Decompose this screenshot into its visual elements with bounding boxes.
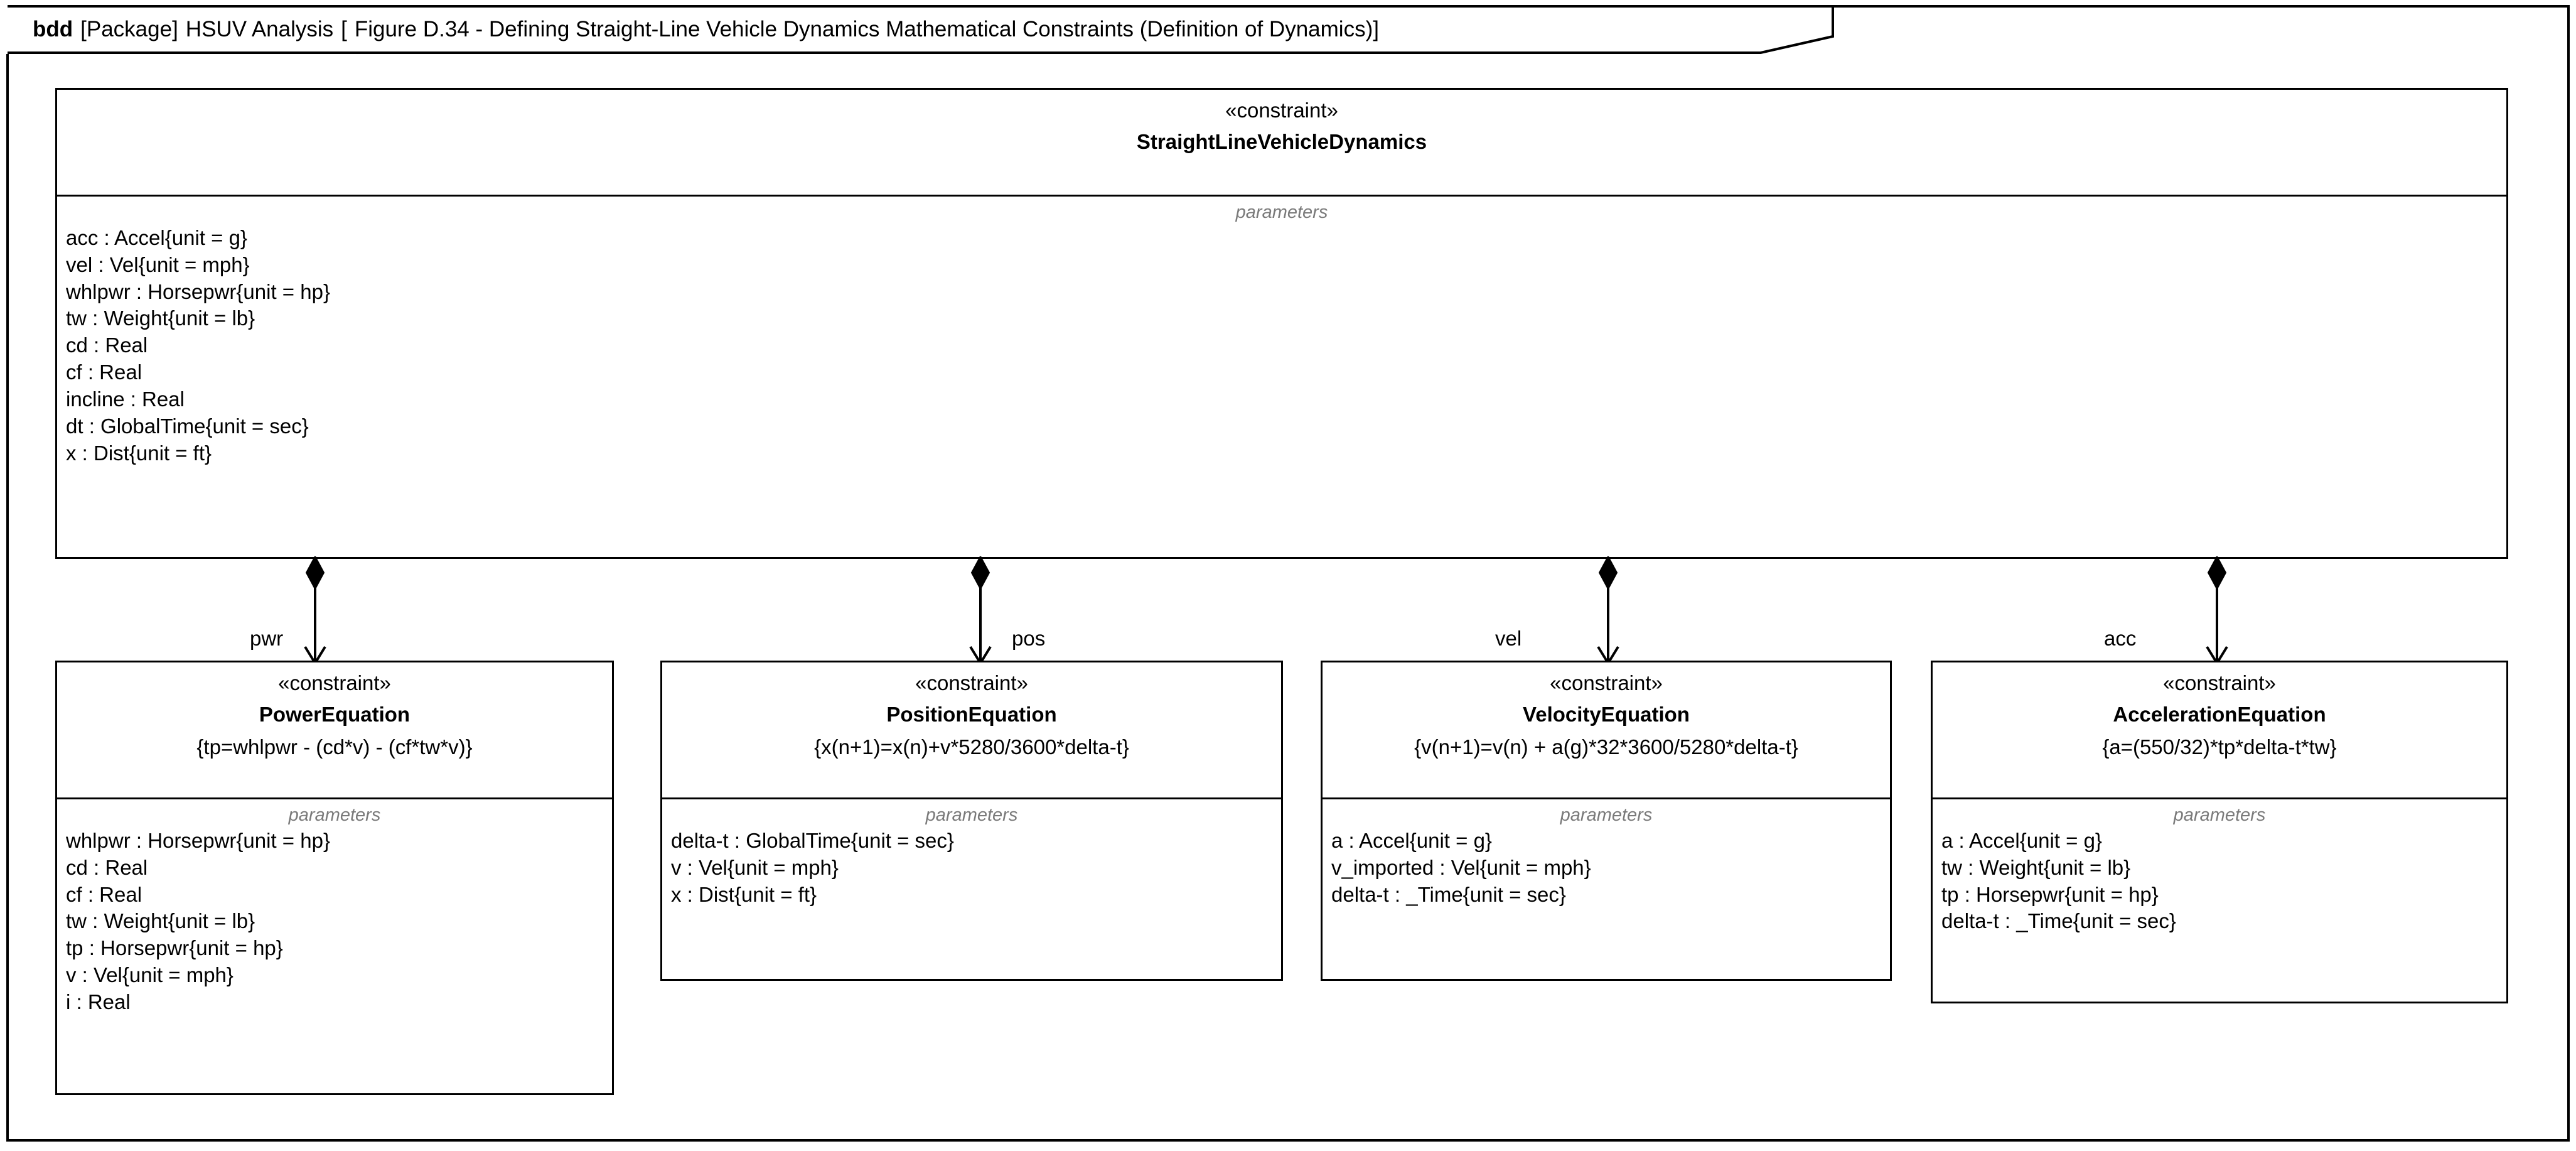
parameter-item: tw : Weight{unit = lb} — [66, 306, 255, 330]
parameters-list: a : Accel{unit = g} tw : Weight{unit = l… — [1933, 826, 2506, 942]
parameter-item: acc : Accel{unit = g} — [66, 225, 247, 249]
block-title: VelocityEquation — [1523, 703, 1690, 727]
parameter-item: tp : Horsepwr{unit = hp} — [66, 936, 283, 960]
constraint-block-powerequation[interactable]: «constraint» PowerEquation {tp=whlpwr - … — [55, 661, 614, 1095]
association-role-pos: pos — [1012, 627, 1046, 650]
block-header: «constraint» PowerEquation {tp=whlpwr - … — [57, 662, 612, 799]
association-role-vel: vel — [1495, 627, 1522, 650]
block-title: StraightLineVehicleDynamics — [1136, 130, 1427, 154]
diagram-kind: bdd — [33, 17, 73, 41]
parameter-item: x : Dist{unit = ft} — [66, 441, 212, 465]
parameter-item: a : Accel{unit = g} — [1331, 828, 1492, 852]
association-role-acc: acc — [2104, 627, 2137, 650]
stereotype-label: «constraint» — [278, 671, 391, 694]
parameters-list: a : Accel{unit = g} v_imported : Vel{uni… — [1323, 826, 1890, 915]
constraint-equation: {x(n+1)=x(n)+v*5280/3600*delta-t} — [814, 735, 1129, 759]
constraint-block-straightlinevehicledynamics[interactable]: «constraint» StraightLineVehicleDynamics… — [55, 88, 2508, 559]
parameter-item: tw : Weight{unit = lb} — [1941, 855, 2131, 879]
parameters-compartment-label: parameters — [1235, 202, 1328, 222]
block-header: «constraint» VelocityEquation {v(n+1)=v(… — [1323, 662, 1890, 799]
constraint-equation: {v(n+1)=v(n) + a(g)*32*3600/5280*delta-t… — [1414, 735, 1798, 759]
block-title: PositionEquation — [886, 703, 1057, 727]
diagram-scope-name: HSUV Analysis — [185, 17, 334, 41]
stereotype-label: «constraint» — [1550, 671, 1663, 694]
diagram-frame-title: Figure D.34 - Defining Straight-Line Veh… — [354, 17, 1373, 41]
constraint-block-velocityequation[interactable]: «constraint» VelocityEquation {v(n+1)=v(… — [1321, 661, 1892, 981]
parameter-item: v : Vel{unit = mph} — [671, 855, 839, 879]
parameters-list: whlpwr : Horsepwr{unit = hp} cd : Real c… — [57, 826, 612, 1022]
parameter-item: dt : GlobalTime{unit = sec} — [66, 414, 309, 438]
constraint-equation: {tp=whlpwr - (cd*v) - (cf*tw*v)} — [196, 735, 473, 759]
parameter-item: cf : Real — [66, 360, 142, 384]
parameter-item: incline : Real — [66, 387, 185, 411]
block-title: AccelerationEquation — [2113, 703, 2326, 727]
parameter-item: cd : Real — [66, 855, 148, 879]
stereotype-label: «constraint» — [2163, 671, 2276, 694]
constraint-block-accelerationequation[interactable]: «constraint» AccelerationEquation {a=(55… — [1931, 661, 2508, 1003]
parameter-item: a : Accel{unit = g} — [1941, 828, 2102, 852]
parameter-item: i : Real — [66, 990, 131, 1014]
stereotype-label: «constraint» — [915, 671, 1028, 694]
parameter-item: cf : Real — [66, 882, 142, 906]
association-role-pwr: pwr — [250, 627, 284, 650]
parameter-item: v : Vel{unit = mph} — [66, 963, 233, 987]
diagram-header-label: bdd [Package] HSUV Analysis [ Figure D.3… — [33, 5, 1379, 54]
parameter-item: whlpwr : Horsepwr{unit = hp} — [66, 828, 330, 852]
parameters-list: delta-t : GlobalTime{unit = sec} v : Vel… — [662, 826, 1281, 915]
parameters-compartment-label: parameters — [288, 805, 381, 825]
diagram-bracket-close: ] — [1373, 17, 1379, 41]
parameter-item: whlpwr : Horsepwr{unit = hp} — [66, 279, 330, 303]
stereotype-label: «constraint» — [1225, 99, 1338, 122]
parameter-item: tw : Weight{unit = lb} — [66, 909, 255, 933]
parameters-compartment-label: parameters — [2173, 805, 2266, 825]
constraint-equation: {a=(550/32)*tp*delta-t*tw} — [2102, 735, 2337, 759]
block-header: «constraint» AccelerationEquation {a=(55… — [1933, 662, 2506, 799]
parameter-item: cd : Real — [66, 333, 148, 357]
block-title: PowerEquation — [259, 703, 411, 727]
parameter-item: tp : Horsepwr{unit = hp} — [1941, 882, 2159, 906]
parameter-item: x : Dist{unit = ft} — [671, 882, 817, 906]
block-header: «constraint» PositionEquation {x(n+1)=x(… — [662, 662, 1281, 799]
constraint-block-positionequation[interactable]: «constraint» PositionEquation {x(n+1)=x(… — [660, 661, 1283, 981]
diagram-scope-type: [Package] — [80, 17, 178, 41]
parameter-item: vel : Vel{unit = mph} — [66, 252, 250, 276]
diagram-bracket-open: [ — [341, 17, 347, 41]
parameters-compartment-label: parameters — [925, 805, 1018, 825]
parameters-list: acc : Accel{unit = g} vel : Vel{unit = m… — [57, 224, 2506, 473]
parameter-item: v_imported : Vel{unit = mph} — [1331, 855, 1591, 879]
parameter-item: delta-t : _Time{unit = sec} — [1331, 882, 1566, 906]
block-header: «constraint» StraightLineVehicleDynamics — [57, 90, 2506, 197]
parameters-compartment-label: parameters — [1560, 805, 1653, 825]
parameter-item: delta-t : GlobalTime{unit = sec} — [671, 828, 954, 852]
parameter-item: delta-t : _Time{unit = sec} — [1941, 909, 2176, 933]
